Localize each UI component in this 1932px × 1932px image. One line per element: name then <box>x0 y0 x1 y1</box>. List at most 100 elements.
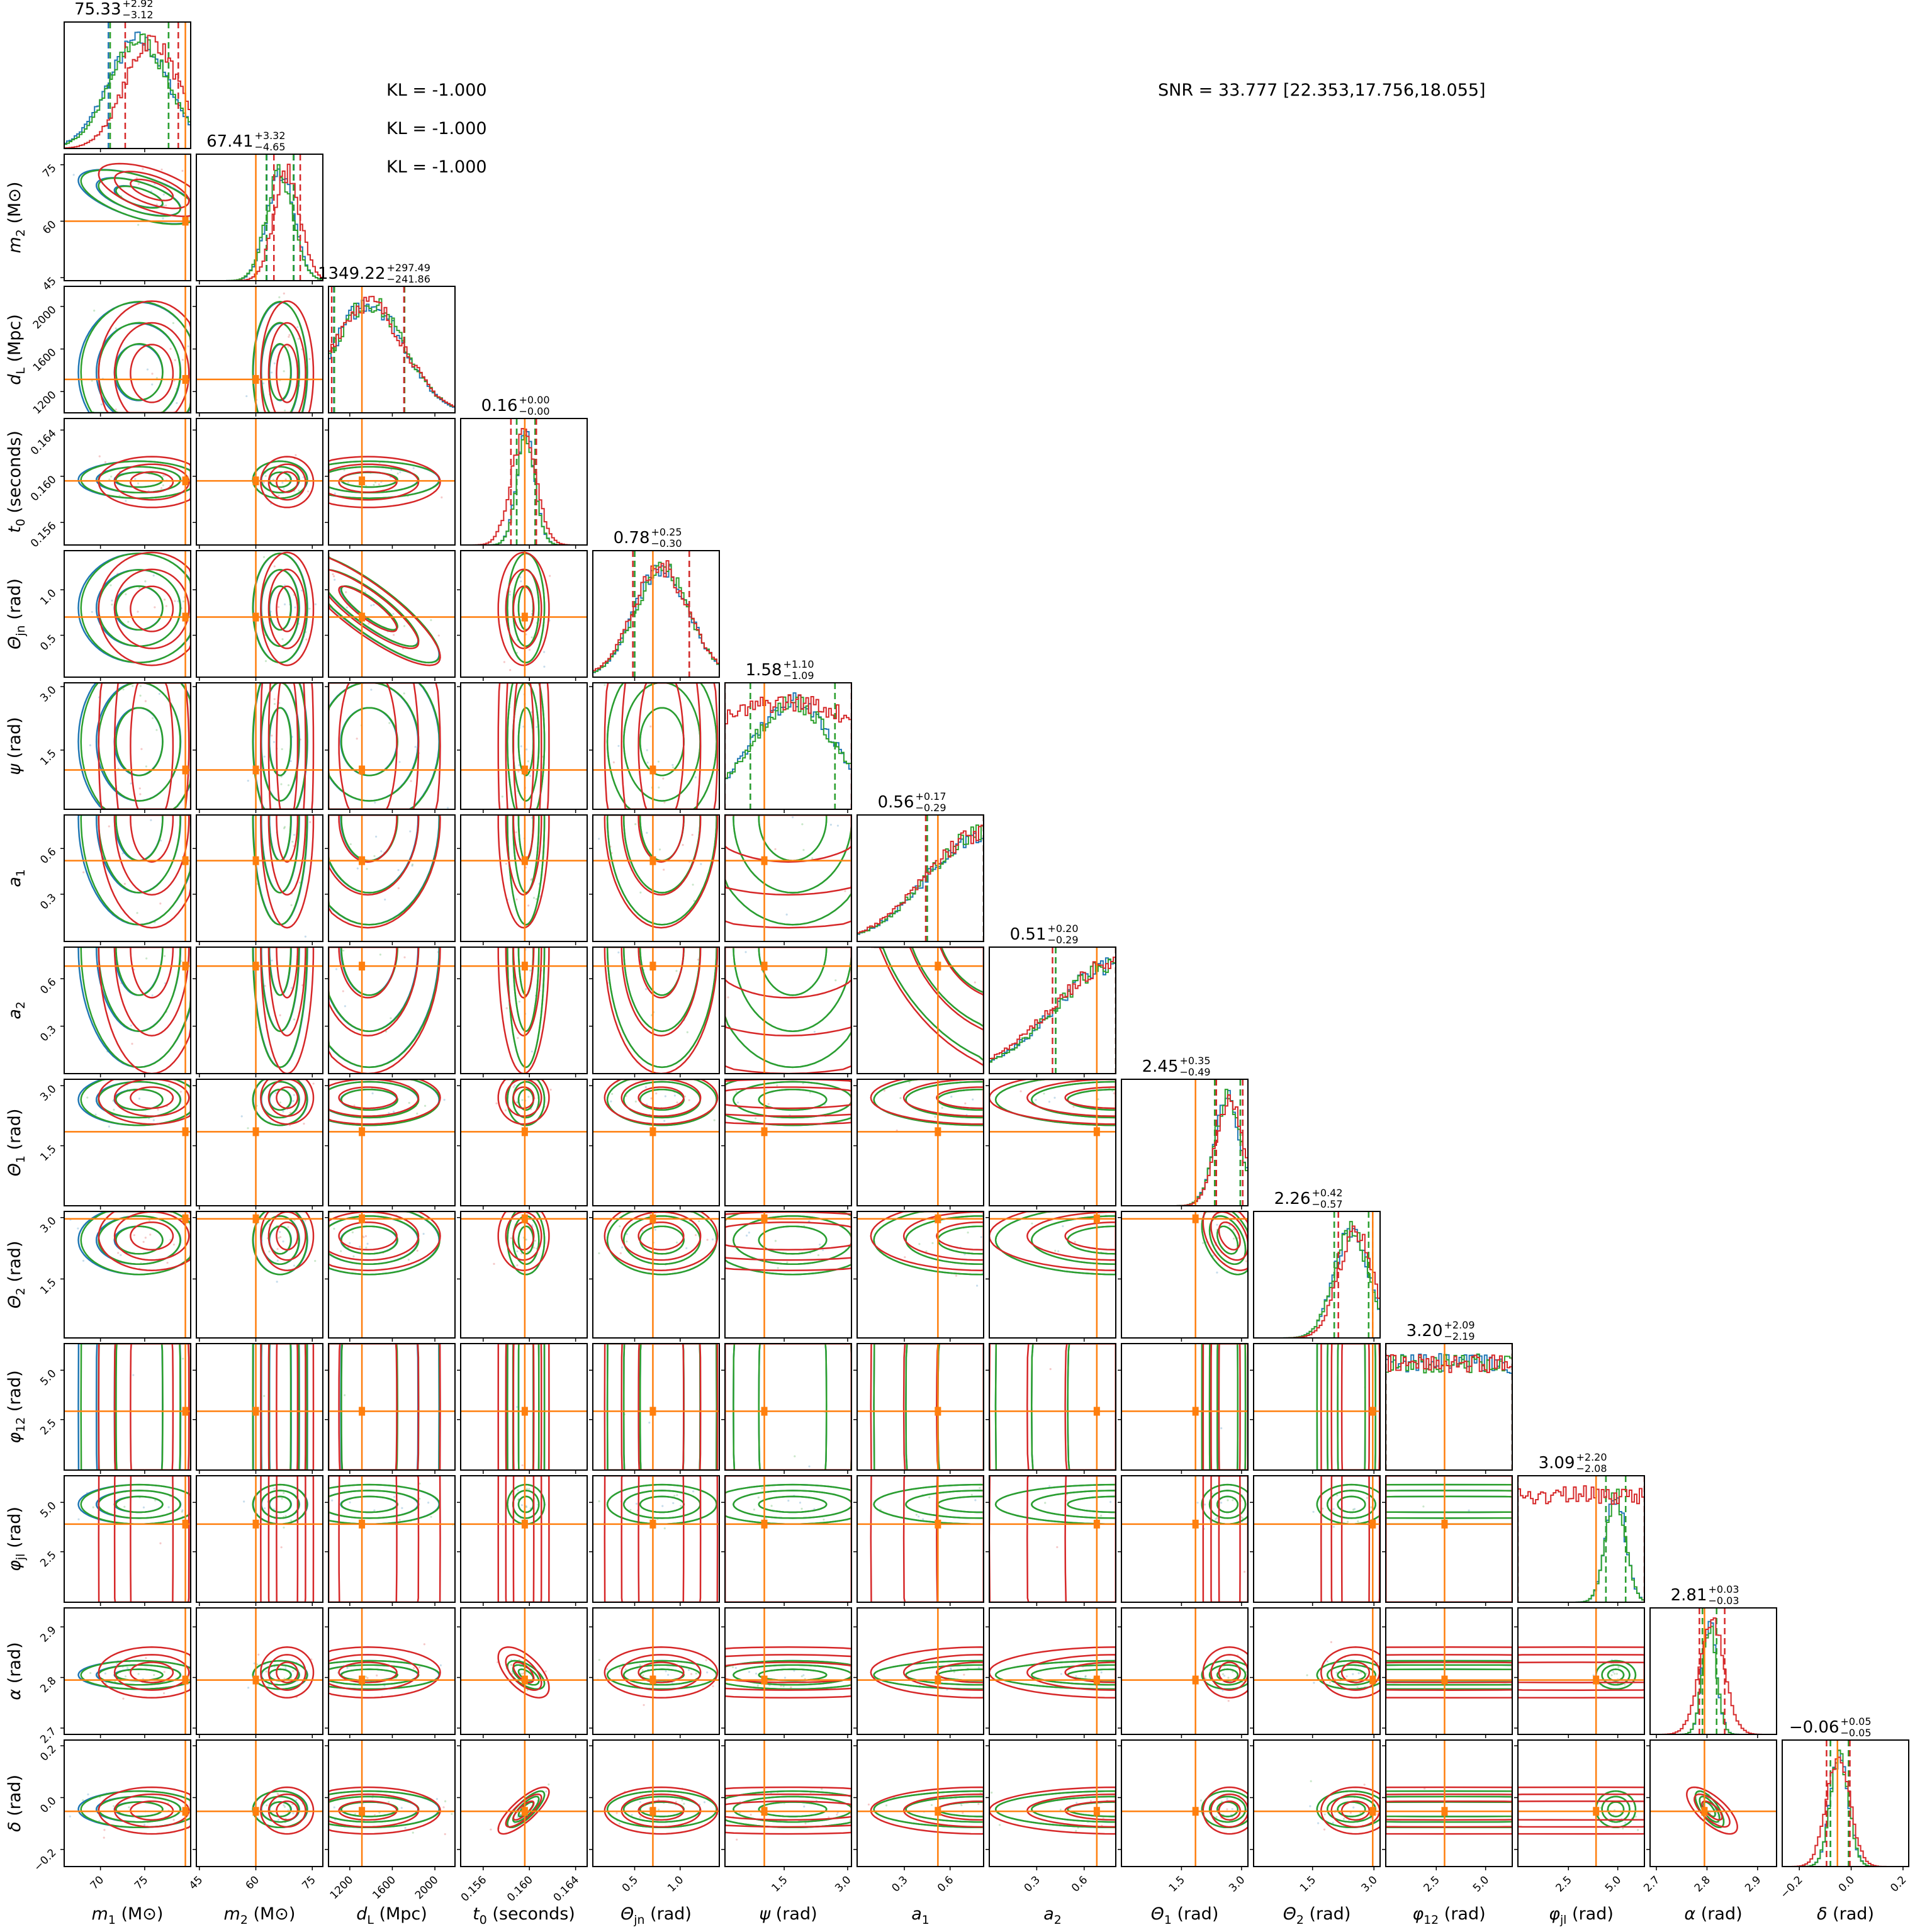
panel-clip <box>1650 1740 1777 1867</box>
sample-point <box>813 1030 816 1033</box>
contour-series-2 <box>1067 1495 1116 1514</box>
panel-clip <box>461 551 587 677</box>
panel-clip <box>196 418 323 545</box>
sample-point <box>354 1812 357 1816</box>
sample-point <box>739 1811 741 1814</box>
sample-point <box>280 1546 283 1549</box>
label-symbol: a <box>5 877 25 887</box>
contour-series-3 <box>870 1344 984 1470</box>
sample-point <box>86 1096 89 1099</box>
contour-series-2 <box>507 947 546 1069</box>
contour-series-3 <box>98 1211 191 1271</box>
sample-point <box>671 1682 673 1684</box>
sample-point <box>283 1804 285 1807</box>
sample-point <box>1059 1809 1062 1811</box>
contour-series-1 <box>113 815 164 862</box>
contour-panel-7-0: 0.30.6a2 <box>5 946 191 1077</box>
contour-series-3 <box>98 1646 191 1699</box>
contour-series-2 <box>622 1344 701 1470</box>
truth-marker <box>182 962 189 971</box>
contour-series-2 <box>340 1495 398 1514</box>
contour-series-1 <box>873 1211 984 1276</box>
sample-point <box>1330 1641 1332 1644</box>
contour-series-2 <box>1316 1344 1380 1470</box>
contour-series-3 <box>338 1661 398 1683</box>
sample-point <box>427 1502 430 1504</box>
contour-series-3 <box>1218 1661 1241 1683</box>
sample-point <box>755 1117 757 1120</box>
contour-series-3 <box>1026 1654 1116 1691</box>
contour-series-1 <box>725 1211 851 1276</box>
panel-frame <box>1253 1607 1381 1735</box>
contour-series-3 <box>637 683 685 809</box>
panel-clip <box>329 815 455 941</box>
title-minus-3: −0.00 <box>519 405 550 417</box>
panel-frame <box>724 814 852 942</box>
contour-panel-8-3 <box>457 1079 588 1210</box>
sample-point <box>1323 1828 1326 1831</box>
sample-point <box>972 1098 974 1101</box>
sample-point <box>883 1089 885 1092</box>
sample-point <box>1069 1807 1072 1810</box>
sample-point <box>1612 1671 1614 1673</box>
contour-panel-6-0: 0.30.6a1 <box>5 814 191 945</box>
sample-point <box>283 603 286 605</box>
panel-clip <box>593 1344 719 1470</box>
sample-point <box>535 726 538 728</box>
sample-point <box>283 1491 285 1494</box>
contour-panel-8-0: 1.53.0Θ1 (rad) <box>5 1079 191 1210</box>
sample-point <box>165 204 167 207</box>
contour-series-3 <box>725 1344 851 1470</box>
sample-point <box>276 1792 279 1795</box>
contour-series-2 <box>268 1495 292 1514</box>
truth-marker <box>649 1214 656 1223</box>
sample-point <box>687 1668 690 1671</box>
truth-marker <box>252 1675 259 1685</box>
sample-point <box>262 382 265 385</box>
contour-series-2 <box>606 1211 717 1276</box>
contour-series-3 <box>512 1086 535 1109</box>
contour-series-2 <box>1031 1490 1116 1519</box>
sample-point <box>144 1237 147 1239</box>
sample-point <box>412 1831 414 1834</box>
sample-point <box>517 1489 519 1491</box>
contour-series-1 <box>725 947 851 1069</box>
sample-point <box>520 1252 523 1255</box>
contour-series-1 <box>622 1344 701 1470</box>
contour-series-3 <box>1064 1661 1116 1683</box>
contour-series-3 <box>621 1079 702 1117</box>
title-minus-2: −241.86 <box>387 273 430 285</box>
histogram-series-1 <box>1121 1089 1248 1206</box>
contour-series-2 <box>1607 1668 1625 1682</box>
sample-point <box>663 1120 666 1122</box>
contour-series-2 <box>733 947 851 1032</box>
sample-point <box>388 1800 390 1803</box>
contour-series-2 <box>1326 1795 1376 1823</box>
contour-series-2 <box>329 815 441 926</box>
sample-point <box>1624 1821 1627 1824</box>
sample-point <box>430 619 432 621</box>
histogram-series-1 <box>461 430 587 545</box>
panel-frame <box>1253 1739 1381 1867</box>
panel-clip <box>196 1211 323 1338</box>
sample-point <box>351 1231 354 1233</box>
contour-panel-11-2 <box>325 1475 456 1606</box>
x-tick-label: 2.7 <box>1641 1873 1662 1894</box>
sample-point <box>136 912 138 914</box>
sample-point <box>673 1094 676 1097</box>
panel-clip <box>1650 1608 1777 1734</box>
contour-series-2 <box>639 707 685 777</box>
sample-point <box>125 593 127 595</box>
panel-frame <box>64 154 191 281</box>
panel-frame <box>989 1079 1116 1206</box>
label-symbol: φ <box>1412 1904 1424 1924</box>
contour-series-3 <box>338 1086 398 1109</box>
contour-series-3 <box>1202 1646 1248 1699</box>
title-plus-5: +1.10 <box>783 658 814 670</box>
sample-point <box>493 1262 495 1265</box>
sample-point <box>113 1805 115 1807</box>
contour-series-1 <box>639 1344 685 1470</box>
sample-point <box>821 1788 823 1790</box>
sample-point <box>121 852 124 855</box>
truth-marker <box>252 765 259 775</box>
